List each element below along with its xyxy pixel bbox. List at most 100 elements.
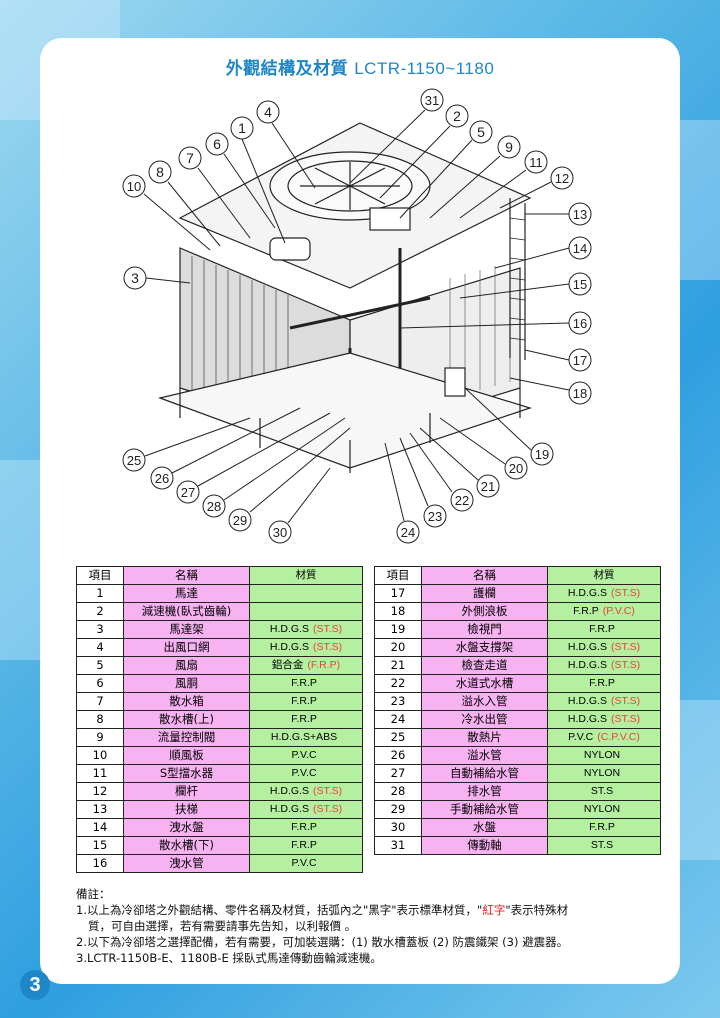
callout-13: 13 xyxy=(573,207,587,222)
row-name: 馬達架 xyxy=(123,620,250,639)
row-no: 16 xyxy=(76,854,124,873)
note-1-cont: 質，可自由選擇，若有需要請事先告知，以利報價 。 xyxy=(88,919,357,933)
row-material: H.D.G.S(ST.S) xyxy=(547,692,661,711)
material-standard: ST.S xyxy=(590,839,614,851)
row-material: P.V.C xyxy=(249,854,363,873)
material-standard: H.D.G.S xyxy=(567,587,607,599)
row-name: 出風口網 xyxy=(123,638,250,657)
row-no: 10 xyxy=(76,746,124,765)
page-number: 3 xyxy=(20,970,50,1000)
row-material: NYLON xyxy=(547,764,661,783)
row-material: H.D.G.S(ST.S) xyxy=(547,638,661,657)
row-material: H.D.G.S(ST.S) xyxy=(249,800,363,819)
notes: 備註： 1.以上為冷卻塔之外觀結構、零件名稱及材質，括弧內之"黑字"表示標準材質… xyxy=(76,886,666,966)
material-standard: H.D.G.S+ABS xyxy=(270,731,338,743)
row-name: 傳動軸 xyxy=(421,836,548,855)
callout-29: 29 xyxy=(233,513,247,528)
row-no: 26 xyxy=(374,746,422,765)
callout-31: 31 xyxy=(425,93,439,108)
row-name: 散水箱 xyxy=(123,692,250,711)
row-no: 2 xyxy=(76,602,124,621)
row-no: 6 xyxy=(76,674,124,693)
row-material: P.V.C(C.P.V.C) xyxy=(547,728,661,747)
callout-23: 23 xyxy=(428,509,442,524)
row-no: 3 xyxy=(76,620,124,639)
row-name: 減速機(臥式齒輪) xyxy=(123,602,250,621)
material-standard: P.V.C xyxy=(568,731,594,743)
material-standard: H.D.G.S xyxy=(567,641,607,653)
row-no: 4 xyxy=(76,638,124,657)
material-special: (ST.S) xyxy=(610,659,641,671)
row-no: 29 xyxy=(374,800,422,819)
row-material: F.R.P xyxy=(249,818,363,837)
row-no: 21 xyxy=(374,656,422,675)
row-no: 19 xyxy=(374,620,422,639)
row-name: 順風板 xyxy=(123,746,250,765)
note-2: 2.以下為冷卻塔之選擇配備，若有需要，可加裝選購：(1) 散水槽蓋板 (2) 防… xyxy=(76,935,569,949)
material-standard: P.V.C xyxy=(291,749,317,761)
note-1: 1.以上為冷卻塔之外觀結構、零件名稱及材質，括弧內之"黑字"表示標準材質，"紅字… xyxy=(76,903,569,917)
material-standard: F.R.P xyxy=(589,623,615,635)
material-standard: H.D.G.S xyxy=(269,785,309,797)
material-special: (ST.S) xyxy=(610,641,641,653)
callout-2: 2 xyxy=(453,108,461,124)
material-standard: NYLON xyxy=(583,749,621,761)
row-material: ST.S xyxy=(547,782,661,801)
row-no: 13 xyxy=(76,800,124,819)
callout-12: 12 xyxy=(555,171,569,186)
row-name: 水盤支撐架 xyxy=(421,638,548,657)
row-name: 溢水入管 xyxy=(421,692,548,711)
row-name: S型擋水器 xyxy=(123,764,250,783)
material-special: (ST.S) xyxy=(610,587,641,599)
row-name: 溢水管 xyxy=(421,746,548,765)
callout-18: 18 xyxy=(573,386,587,401)
header-no: 項目 xyxy=(76,566,124,585)
row-material: F.R.P xyxy=(547,818,661,837)
row-material: 鋁合金(F.R.P) xyxy=(249,656,363,675)
material-standard: F.R.P xyxy=(573,605,599,617)
row-material: F.R.P(P.V.C) xyxy=(547,602,661,621)
row-name: 洩水盤 xyxy=(123,818,250,837)
row-name: 排水管 xyxy=(421,782,548,801)
header-name: 名稱 xyxy=(123,566,250,585)
row-no: 1 xyxy=(76,584,124,603)
header-no: 項目 xyxy=(374,566,422,585)
row-name: 冷水出管 xyxy=(421,710,548,729)
callout-17: 17 xyxy=(573,353,587,368)
row-no: 7 xyxy=(76,692,124,711)
material-special: (P.V.C) xyxy=(602,605,635,617)
material-standard: H.D.G.S xyxy=(567,713,607,725)
callout-15: 15 xyxy=(573,277,587,292)
material-standard: H.D.G.S xyxy=(567,659,607,671)
row-material: ST.S xyxy=(547,836,661,855)
row-material: F.R.P xyxy=(249,692,363,711)
callout-10: 10 xyxy=(127,179,141,194)
material-standard: F.R.P xyxy=(291,839,317,851)
row-no: 14 xyxy=(76,818,124,837)
row-no: 20 xyxy=(374,638,422,657)
row-no: 11 xyxy=(76,764,124,783)
callout-9: 9 xyxy=(505,139,513,155)
material-standard: 鋁合金 xyxy=(271,659,304,671)
row-material: H.D.G.S(ST.S) xyxy=(547,584,661,603)
header-name: 名稱 xyxy=(421,566,548,585)
table-header-row: 項目 名稱 材質 xyxy=(374,566,661,585)
